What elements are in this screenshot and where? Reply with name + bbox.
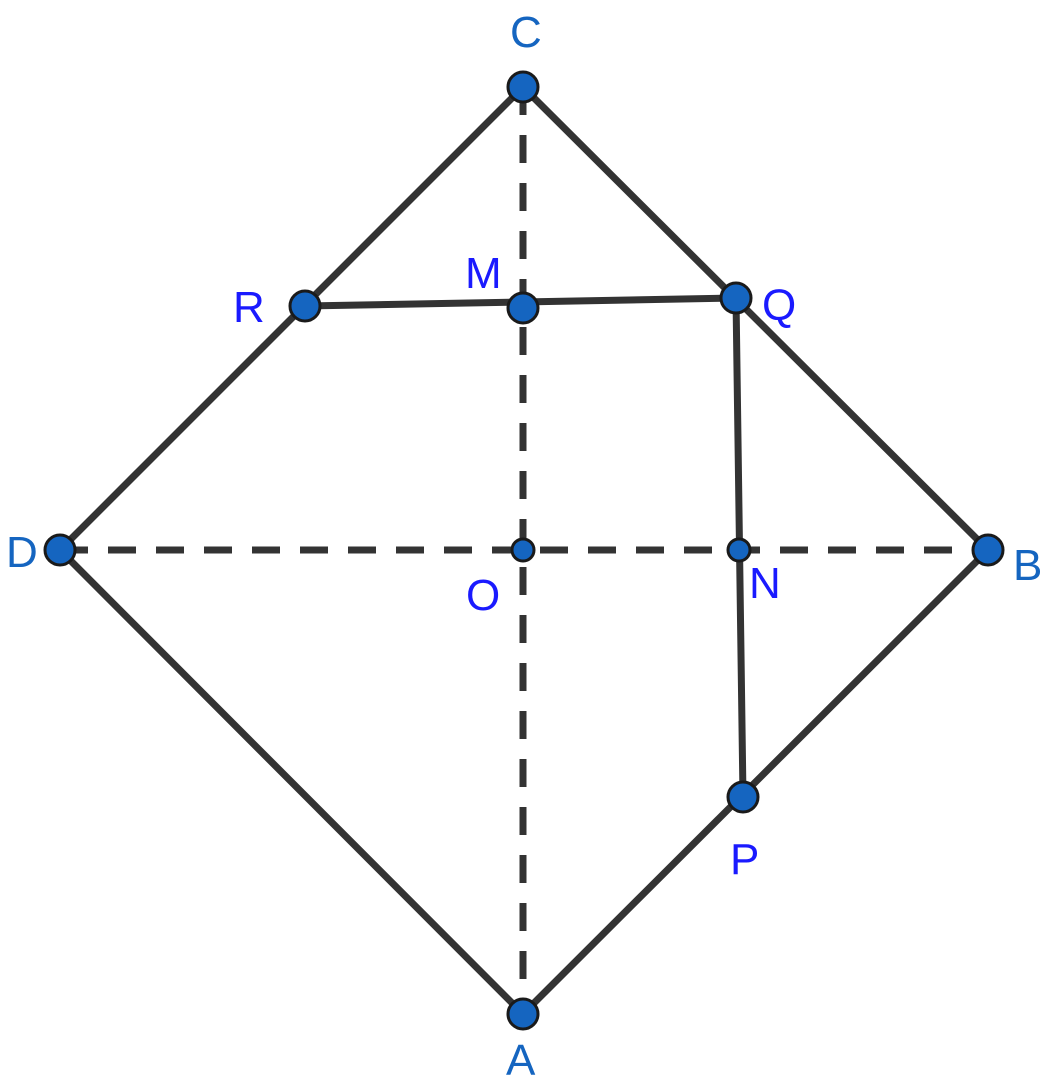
point-C — [506, 70, 540, 104]
label-N: N — [749, 559, 781, 608]
point-O — [510, 537, 536, 563]
label-C: C — [510, 8, 542, 57]
point-R — [288, 289, 322, 323]
point-Q — [719, 281, 753, 315]
segment-CD — [56, 83, 527, 554]
label-B: B — [1013, 541, 1042, 590]
label-D: D — [6, 528, 38, 577]
segment-DA — [56, 546, 527, 1018]
segment-AB — [519, 546, 992, 1018]
label-R: R — [233, 283, 265, 332]
label-A: A — [506, 1036, 536, 1085]
point-A — [506, 997, 540, 1031]
point-N — [726, 537, 752, 563]
label-Q: Q — [762, 281, 796, 330]
segment-CB — [519, 83, 992, 554]
label-M: M — [465, 249, 502, 298]
point-P — [726, 780, 760, 814]
point-B — [971, 533, 1005, 567]
point-D — [43, 533, 77, 567]
point-M — [506, 291, 540, 325]
label-O: O — [466, 571, 500, 620]
label-P: P — [730, 835, 759, 884]
